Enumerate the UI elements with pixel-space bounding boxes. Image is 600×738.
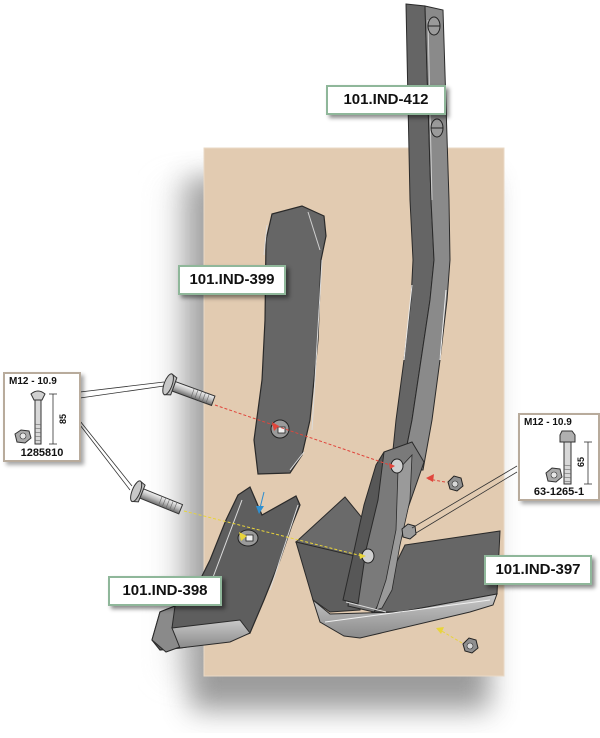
arrow-heads bbox=[256, 474, 444, 634]
red-arrow-nut-to-shank bbox=[427, 478, 446, 483]
bolt-length-hex: 65 bbox=[576, 456, 587, 468]
loose-nut-bottom bbox=[462, 637, 479, 654]
point-part bbox=[151, 486, 301, 653]
shank-hole-upper bbox=[427, 16, 441, 36]
shank-holder-bracket bbox=[342, 441, 425, 613]
blue-arrow-wearplate-to-point bbox=[259, 491, 265, 509]
red-arrow-bolt-to-wearplate bbox=[214, 404, 391, 466]
part-label-point: 101.IND-398 bbox=[108, 576, 222, 606]
mounted-bolt-lower bbox=[359, 548, 375, 564]
loose-bolt-upper bbox=[162, 373, 216, 407]
yellow-arrow-nut-to-share bbox=[439, 629, 463, 644]
loose-bolt-lower bbox=[130, 480, 184, 515]
hex-bolt-spec-grade: M12 - 10.9 bbox=[524, 417, 572, 428]
wearplate-bolt-hole bbox=[270, 419, 290, 439]
yellow-arrow-bolt-to-point bbox=[183, 510, 363, 557]
countersunk-bolt-with-nut-icon bbox=[14, 390, 57, 445]
part-label-upper-wearplate: 101.IND-399 bbox=[178, 265, 286, 295]
loose-nut-right bbox=[447, 475, 464, 492]
hex-bolt-with-nut-icon bbox=[545, 430, 592, 485]
mounted-bolt-upper bbox=[389, 458, 404, 474]
shank-hole-lower bbox=[430, 118, 444, 138]
bolt-spec-grade: M12 - 10.9 bbox=[9, 376, 57, 387]
assembly-arrows bbox=[183, 404, 463, 644]
point-bolt-hole bbox=[237, 529, 259, 547]
part-number-countersunk-bolt: 1285810 bbox=[20, 447, 64, 459]
spec-box-hex-bolt: M12 - 10.9 65 63-1265-1 bbox=[518, 413, 600, 501]
part-number-hex-bolt: 63-1265-1 bbox=[533, 486, 585, 498]
spec-box-countersunk-bolt: M12 - 10.9 85 1285810 bbox=[3, 372, 81, 462]
bolt-length-countersunk: 85 bbox=[58, 413, 69, 425]
shank-part bbox=[390, 3, 451, 471]
part-label-shank: 101.IND-412 bbox=[326, 85, 446, 115]
leader-lines bbox=[79, 381, 518, 534]
part-label-wing-share: 101.IND-397 bbox=[484, 555, 592, 585]
wing-share-part bbox=[294, 496, 501, 639]
